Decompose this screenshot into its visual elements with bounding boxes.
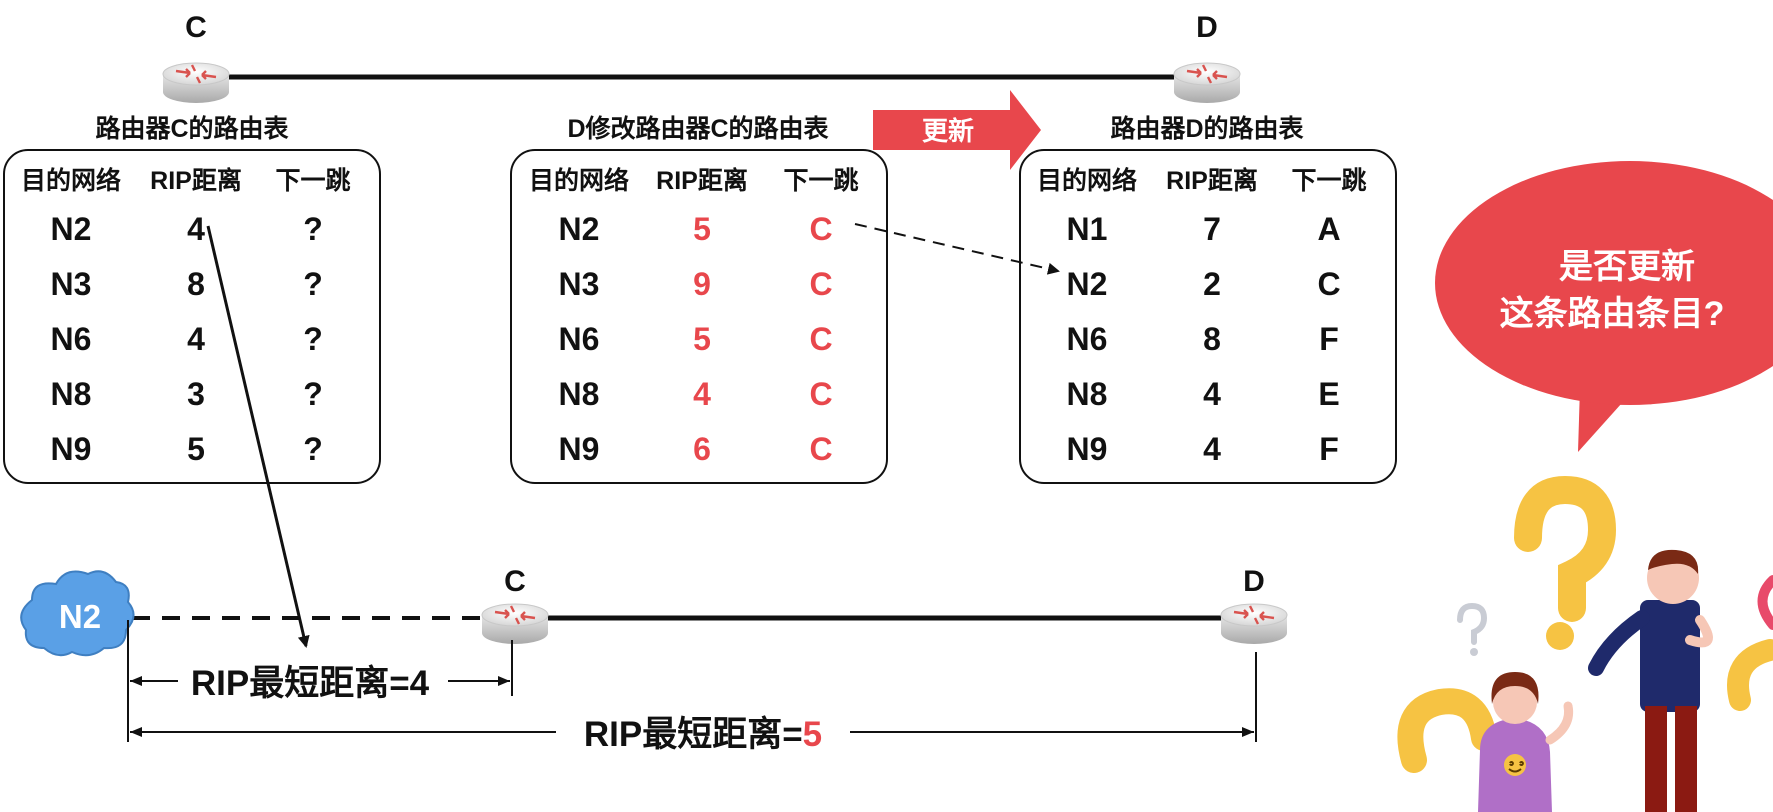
distance-label-2-value: 5 <box>803 715 822 754</box>
table-c-cell: N3 <box>51 266 92 302</box>
routing-table-modified: D修改路由器C的路由表 目的网络 RIP距离 下一跳 N2 5 C N3 9 C… <box>510 114 888 484</box>
bubble-line-2: 这条路由条目? <box>1500 295 1725 333</box>
compare-arrow <box>854 223 1060 275</box>
table-c-header-next: 下一跳 <box>275 167 350 195</box>
table-mod-title: D修改路由器C的路由表 <box>567 114 829 143</box>
table-d-cell: N8 <box>1067 376 1108 412</box>
table-mod-cell-updated: 6 <box>693 431 711 467</box>
router-d-bottom-label: D <box>1243 565 1265 598</box>
table-mod-cell-updated: 4 <box>693 376 711 412</box>
table-d-header-dest: 目的网络 <box>1037 166 1137 195</box>
table-mod-cell-updated: C <box>809 266 832 302</box>
table-c-cell: 8 <box>187 266 205 302</box>
question-bubble: 是否更新 这条路由条目? <box>1435 161 1773 452</box>
table-d-title: 路由器D的路由表 <box>1110 114 1304 143</box>
distance-dimension-1: RIP最短距离=4 <box>130 663 510 703</box>
network-n2-label: N2 <box>59 598 101 635</box>
table-c-cell: 4 <box>187 211 205 247</box>
router-d-bottom-icon[interactable] <box>1219 602 1289 646</box>
woman-head <box>1493 680 1537 724</box>
table-c-cell: 3 <box>187 376 205 412</box>
table-d-cell: C <box>1317 266 1340 302</box>
table-mod-cell-updated: C <box>809 321 832 357</box>
distance-label-1: RIP最短距离=4 <box>191 663 430 703</box>
table-d-cell: A <box>1317 211 1340 247</box>
table-d-header-dist: RIP距离 <box>1166 166 1258 195</box>
table-c-cell: N9 <box>51 431 92 467</box>
table-mod-cell: N8 <box>559 376 600 412</box>
router-c-top-label: C <box>185 11 207 44</box>
table-d-cell: 7 <box>1203 211 1221 247</box>
table-d-cell: N1 <box>1067 211 1108 247</box>
table-c-frame <box>3 149 381 484</box>
table-c-cell: 5 <box>187 431 205 467</box>
bubble-line-1: 是否更新 <box>1559 248 1695 286</box>
source-arrow <box>206 225 310 648</box>
table-mod-cell: N3 <box>559 266 600 302</box>
table-mod-cell: N6 <box>559 321 600 357</box>
table-c-header-dist: RIP距离 <box>150 166 242 195</box>
small-question-icon <box>1457 602 1488 645</box>
distance-dimension-2: RIP最短距离=5 <box>130 714 1254 754</box>
table-mod-cell: N9 <box>559 431 600 467</box>
table-d-cell: 4 <box>1203 376 1221 412</box>
table-c-cell: N6 <box>51 321 92 357</box>
distance-label-2-prefix: RIP最短距离= <box>584 714 803 754</box>
table-mod-cell-updated: 9 <box>693 266 711 302</box>
network-n2-cloud-icon[interactable]: N2 <box>20 570 135 657</box>
router-c-bottom-label: C <box>504 565 526 598</box>
table-c-cell: ? <box>303 431 323 467</box>
table-mod-cell-updated: C <box>809 376 832 412</box>
table-d-cell: 8 <box>1203 321 1221 357</box>
table-mod-cell-updated: 5 <box>693 321 711 357</box>
router-d-top-icon[interactable] <box>1172 61 1242 105</box>
table-c-header-dest: 目的网络 <box>21 166 121 195</box>
table-d-cell: 4 <box>1203 431 1221 467</box>
table-d-cell: N2 <box>1067 266 1108 302</box>
table-mod-cell-updated: C <box>809 211 832 247</box>
table-c-cell: N2 <box>51 211 92 247</box>
table-c-cell: 4 <box>187 321 205 357</box>
table-mod-frame <box>510 149 888 484</box>
table-c-title: 路由器C的路由表 <box>95 114 289 143</box>
table-mod-cell-updated: 5 <box>693 211 711 247</box>
table-d-cell: E <box>1318 376 1339 412</box>
table-d-cell: F <box>1319 321 1339 357</box>
table-d-header-next: 下一跳 <box>1291 167 1366 195</box>
table-mod-header-next: 下一跳 <box>783 167 858 195</box>
table-d-cell: N6 <box>1067 321 1108 357</box>
distance-label-2: RIP最短距离=5 <box>584 714 822 754</box>
router-d-top-label: D <box>1196 11 1218 44</box>
table-mod-header-dest: 目的网络 <box>529 166 629 195</box>
table-mod-cell-updated: C <box>809 431 832 467</box>
router-c-top-icon[interactable] <box>161 61 231 105</box>
update-arrow-label: 更新 <box>922 116 974 146</box>
table-c-cell: ? <box>303 211 323 247</box>
table-mod-header-dist: RIP距离 <box>656 166 748 195</box>
router-c-bottom-icon[interactable] <box>480 602 550 646</box>
man-body <box>1640 600 1700 712</box>
question-dot-icon <box>1546 622 1574 650</box>
table-d-cell: F <box>1319 431 1339 467</box>
table-d-frame <box>1019 149 1397 484</box>
question-mark-icon <box>1514 475 1617 622</box>
routing-table-c: 路由器C的路由表 目的网络 RIP距离 下一跳 N2 4 ? N3 8 ? N6… <box>3 114 381 484</box>
table-c-cell: ? <box>303 376 323 412</box>
table-d-cell: 2 <box>1203 266 1221 302</box>
table-c-cell: ? <box>303 321 323 357</box>
routing-table-d: 路由器D的路由表 目的网络 RIP距离 下一跳 N1 7 A N2 2 C N6… <box>1019 114 1397 484</box>
table-c-cell: N8 <box>51 376 92 412</box>
table-mod-cell: N2 <box>559 211 600 247</box>
table-c-cell: ? <box>303 266 323 302</box>
update-arrow <box>873 90 1041 170</box>
table-d-cell: N9 <box>1067 431 1108 467</box>
confused-people-illustration <box>1397 475 1773 812</box>
